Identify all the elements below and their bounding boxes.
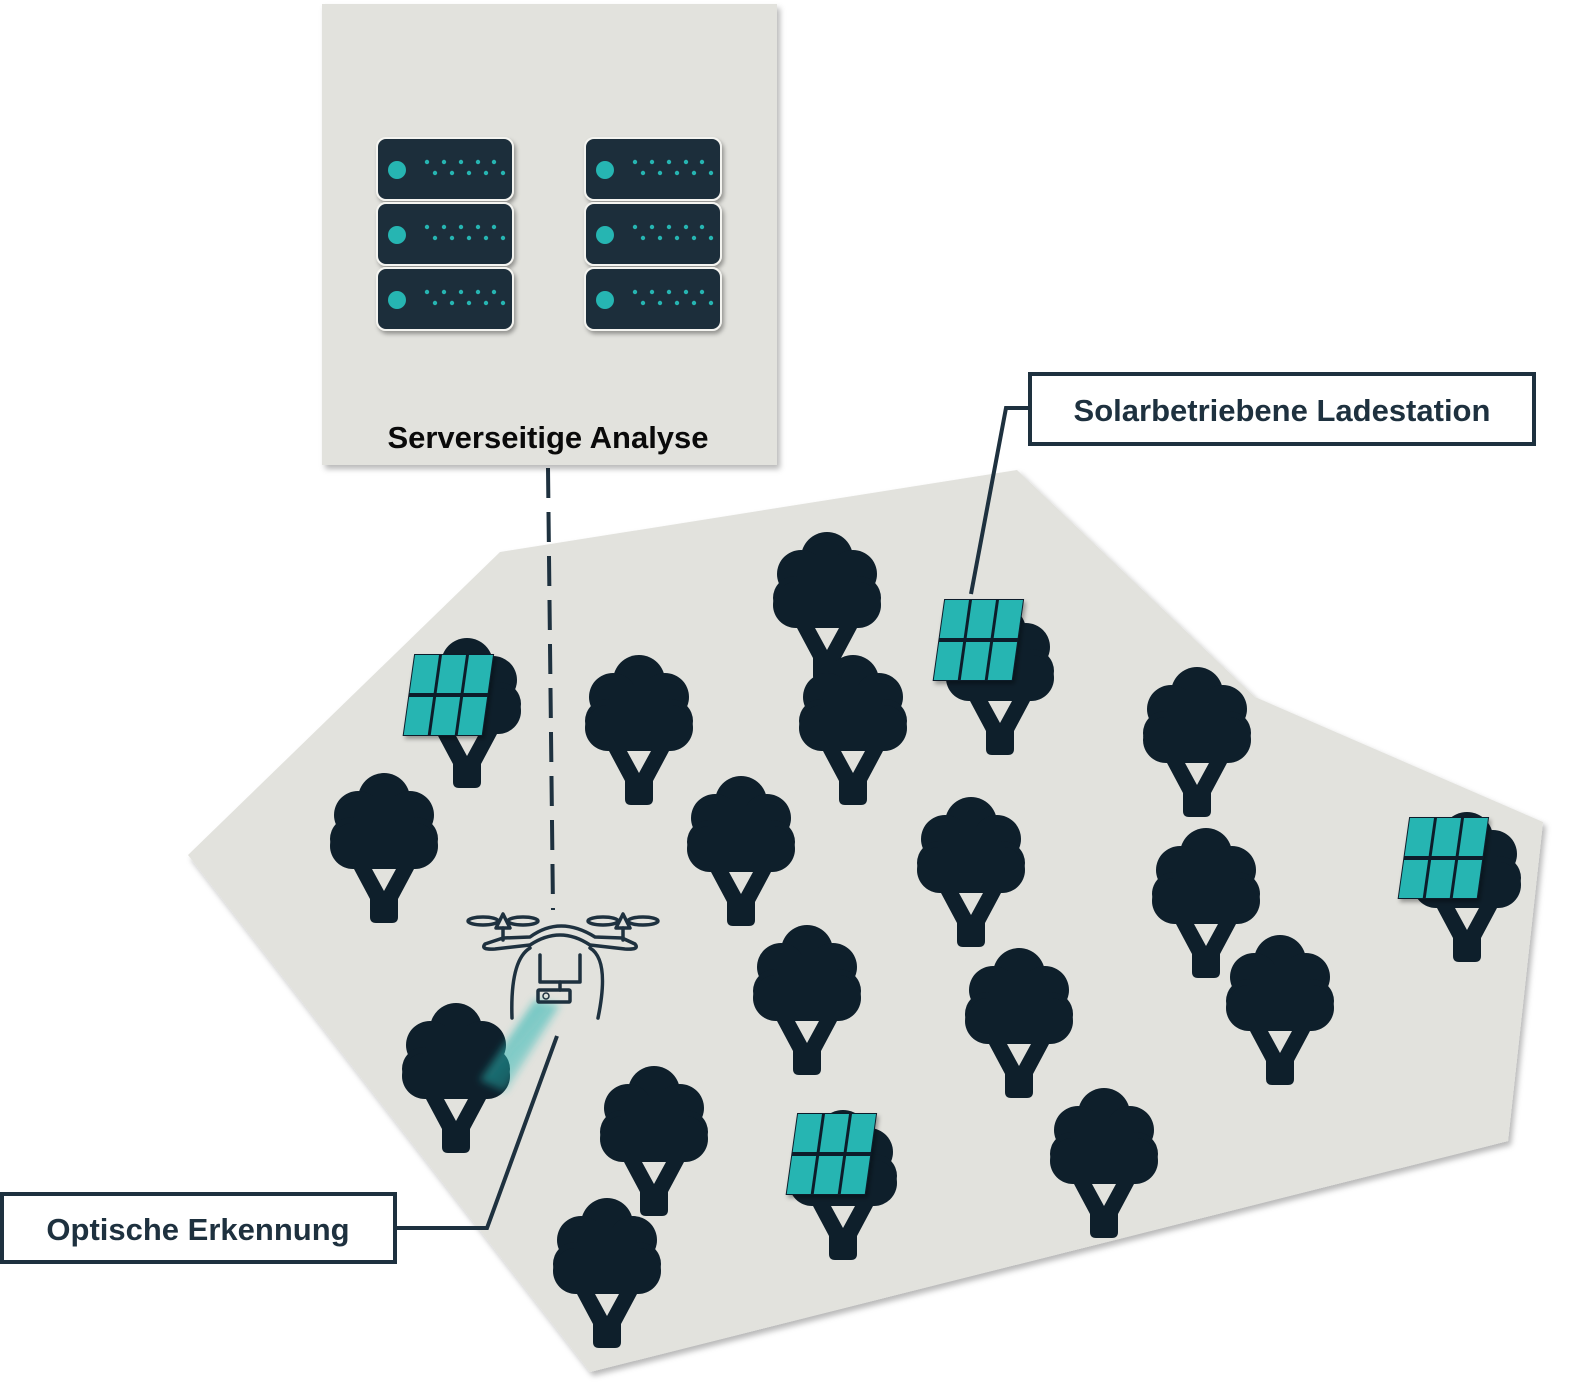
solar-panel-icon (402, 654, 495, 736)
solar-callout-label: Solarbetriebene Ladestation (1074, 393, 1491, 428)
solar-callout: Solarbetriebene Ladestation (969, 372, 1536, 595)
solar-panel-icon (785, 1113, 878, 1195)
camera-beam (480, 1000, 560, 1092)
server-panel: Serverseitige Analyse (322, 4, 777, 465)
optical-callout-label: Optische Erkennung (46, 1212, 349, 1247)
server-icon (376, 202, 514, 266)
server-panel-title: Serverseitige Analyse (387, 420, 708, 455)
solar-panel-icon (932, 599, 1025, 681)
server-rack-left (376, 137, 514, 331)
server-icon (584, 267, 722, 331)
server-icon (376, 267, 514, 331)
optical-callout: Optische Erkennung (0, 1035, 559, 1264)
solar-panel-icon (1397, 817, 1490, 899)
server-icon (584, 137, 722, 201)
server-rack-right (584, 137, 722, 331)
server-icon (376, 137, 514, 201)
server-drone-link (546, 467, 555, 911)
drone-icon (466, 912, 660, 1020)
server-icon (584, 202, 722, 266)
solar-stations-group (402, 599, 1490, 1195)
